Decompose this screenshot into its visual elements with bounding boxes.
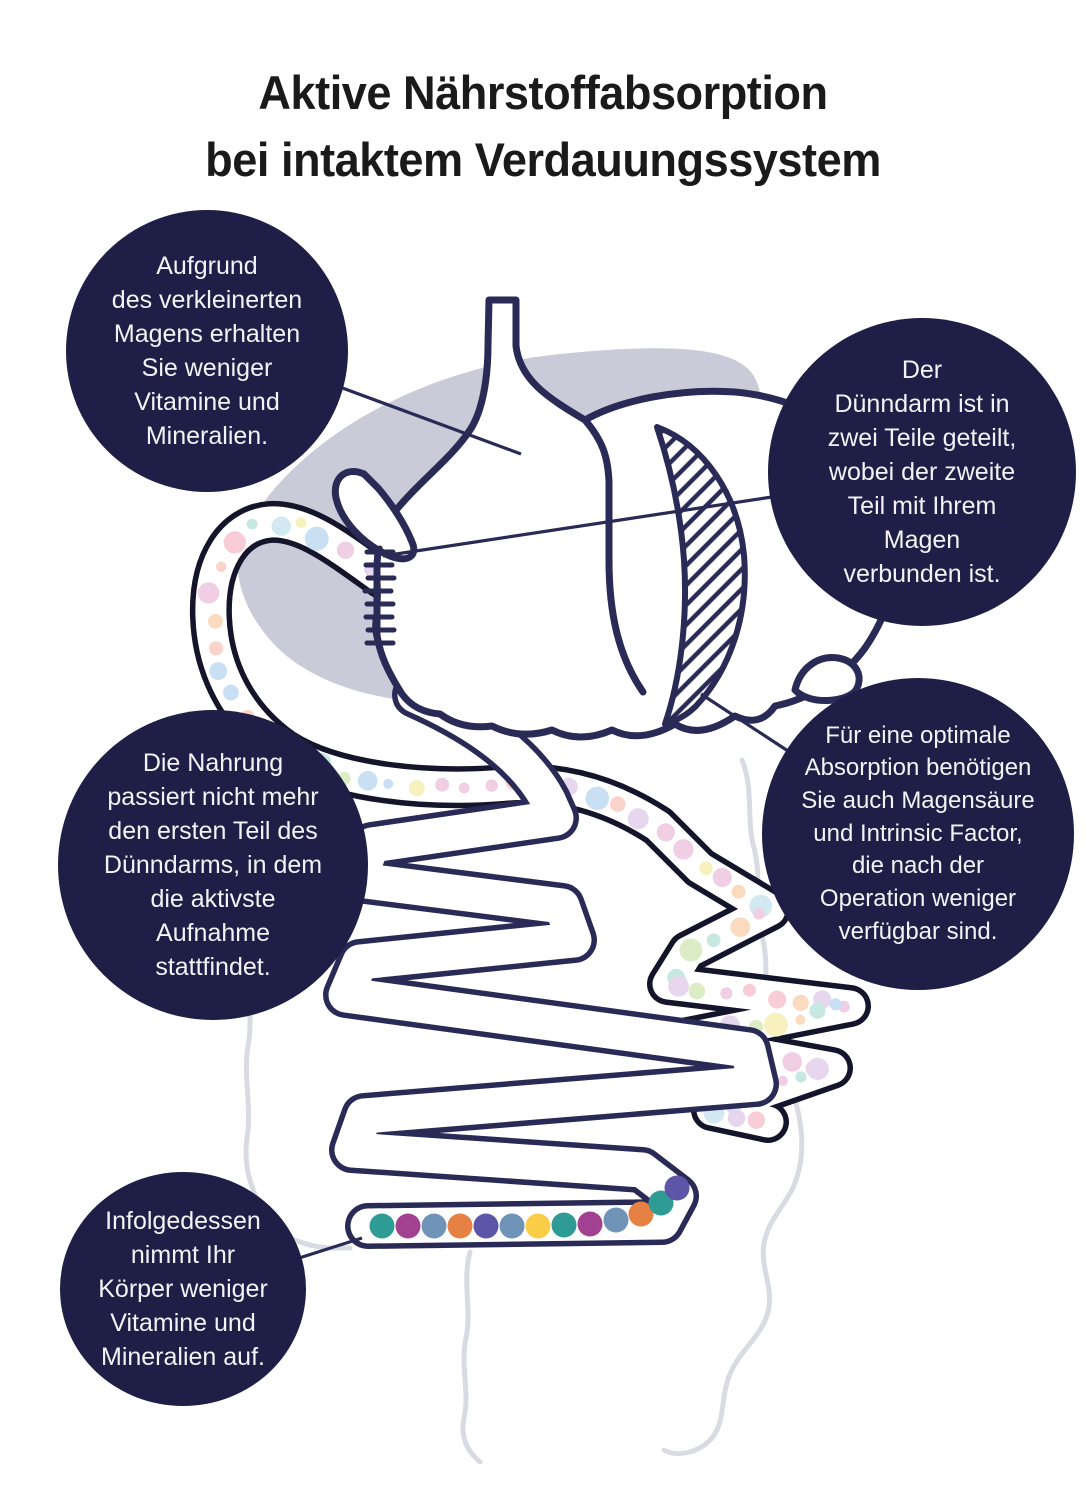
nutrient-particle-dot — [197, 582, 220, 604]
absorbed-nutrient-dot — [603, 1207, 629, 1233]
nutrient-particle-dot — [829, 998, 842, 1011]
nutrient-particle-dot — [679, 938, 703, 962]
nutrient-particle-dot — [806, 1057, 829, 1080]
nutrient-particle-dot — [336, 541, 355, 559]
nutrient-particle-dot — [777, 1075, 788, 1086]
nutrient-particle-dot — [208, 613, 223, 629]
callout-food-bypasses-first-part-text: Die Nahrung passiert nicht mehr den erst… — [103, 749, 323, 981]
callout-smaller-stomach: Aufgrund des verkleinerten Magens erhalt… — [66, 210, 348, 492]
nutrient-particle-dot — [706, 933, 721, 948]
connector-lines — [295, 384, 789, 1261]
nutrient-particle-dot — [668, 975, 689, 997]
nutrient-particle-dot — [458, 782, 470, 794]
page-title-line1: Aktive Nährstoffabsorption — [258, 66, 828, 119]
nutrient-particle-dot — [271, 516, 291, 536]
nutrient-particle-dot — [246, 518, 258, 530]
nutrient-particle-dot — [768, 990, 787, 1009]
absorbed-nutrient-dot — [577, 1211, 603, 1237]
nutrient-particle-dot — [720, 987, 733, 1000]
nutrient-particle-dot — [688, 982, 706, 1000]
nutrient-particle-dot — [209, 641, 224, 656]
nutrient-particle-dot — [383, 778, 394, 789]
connector-bottom-left — [295, 1236, 363, 1261]
connector-top-left — [336, 384, 522, 456]
nutrient-particle-dot — [731, 884, 746, 899]
nutrient-particle-dot — [435, 777, 450, 792]
nutrient-particle-dot — [747, 1111, 765, 1129]
nutrient-particle-dot — [795, 1071, 807, 1083]
nutrient-particle-dot — [792, 994, 809, 1012]
callout-divided-small-intestine: Der Dünndarm ist in zwei Teile geteilt, … — [768, 318, 1076, 626]
nutrient-particle-dot — [656, 823, 675, 842]
bypassed-stomach-crescent — [654, 424, 748, 727]
nutrient-particle-dot — [809, 1002, 826, 1019]
nutrient-particle-dot — [730, 917, 751, 937]
absorbed-nutrient-dot — [447, 1213, 473, 1239]
nutrient-particle-dot — [223, 531, 247, 554]
absorbed-nutrient-dot — [499, 1213, 525, 1239]
nutrient-particle-dot — [408, 780, 425, 797]
callout-fewer-vitamins-absorbed-text: Infolgedessen nimmt Ihr Körper weniger V… — [98, 1207, 268, 1371]
absorbed-nutrient-dot — [664, 1175, 690, 1201]
stomach-pouch-divider-line — [581, 416, 647, 696]
absorbed-nutrient-dot — [551, 1212, 577, 1238]
callout-divided-small-intestine-text: Der Dünndarm ist in zwei Teile geteilt, … — [827, 356, 1017, 588]
callout-stomach-acid-intrinsic-factor: Für eine optimale Absorption benötigen S… — [762, 678, 1074, 990]
callout-smaller-stomach-text: Aufgrund des verkleinerten Magens erhalt… — [111, 252, 303, 450]
nutrient-particle-dot — [712, 867, 732, 888]
nutrient-particle-dot — [753, 908, 765, 920]
callout-fewer-vitamins-absorbed: Infolgedessen nimmt Ihr Körper weniger V… — [60, 1172, 306, 1406]
absorbed-nutrient-dot — [473, 1213, 499, 1239]
nutrient-particle-dot — [627, 808, 649, 830]
absorbed-nutrient-dot — [395, 1213, 421, 1239]
absorbed-nutrient-dots — [369, 1175, 690, 1239]
absorbed-nutrient-dot — [421, 1213, 447, 1239]
callout-stomach-acid-intrinsic-factor-text: Für eine optimale Absorption benötigen S… — [801, 721, 1035, 945]
stomach-ear-fold — [791, 654, 863, 705]
staple-line — [362, 545, 397, 653]
nutrient-particle-dot — [782, 1052, 802, 1072]
nutrient-particle-dot — [485, 779, 498, 792]
nutrient-particle-dot — [764, 1012, 788, 1037]
callout-food-bypasses-first-part: Die Nahrung passiert nicht mehr den erst… — [58, 710, 368, 1020]
nutrient-particle-dot — [673, 839, 694, 860]
nutrient-particle-dot — [609, 796, 626, 812]
nutrient-particle-dot — [295, 517, 307, 528]
colon-outline-rectum — [460, 1249, 483, 1465]
nutrient-particle-dot — [727, 1109, 746, 1127]
nutrient-particle-dot — [216, 561, 227, 572]
connector-top-right — [382, 495, 773, 558]
page-title-line2: bei intaktem Verdauungssystem — [205, 132, 881, 186]
absorbed-nutrient-dot — [648, 1190, 674, 1216]
nutrient-particle-dot — [304, 526, 329, 551]
absorbed-nutrient-dot — [525, 1213, 551, 1239]
absorbed-nutrient-dot — [369, 1213, 395, 1239]
page-title: Aktive Nährstoffabsorption bei intaktem … — [22, 60, 1065, 193]
nutrient-particle-dot — [699, 861, 713, 875]
absorbed-nutrient-dot — [628, 1201, 654, 1227]
connector-mid-right — [700, 692, 789, 753]
nutrient-particle-dot — [209, 662, 228, 680]
nutrient-particle-dot — [357, 771, 378, 791]
nutrient-particle-dot — [743, 983, 756, 997]
nutrient-particle-dot — [223, 684, 239, 701]
nutrient-particle-dot — [585, 786, 610, 811]
nutrient-particle-dot — [795, 1014, 806, 1025]
